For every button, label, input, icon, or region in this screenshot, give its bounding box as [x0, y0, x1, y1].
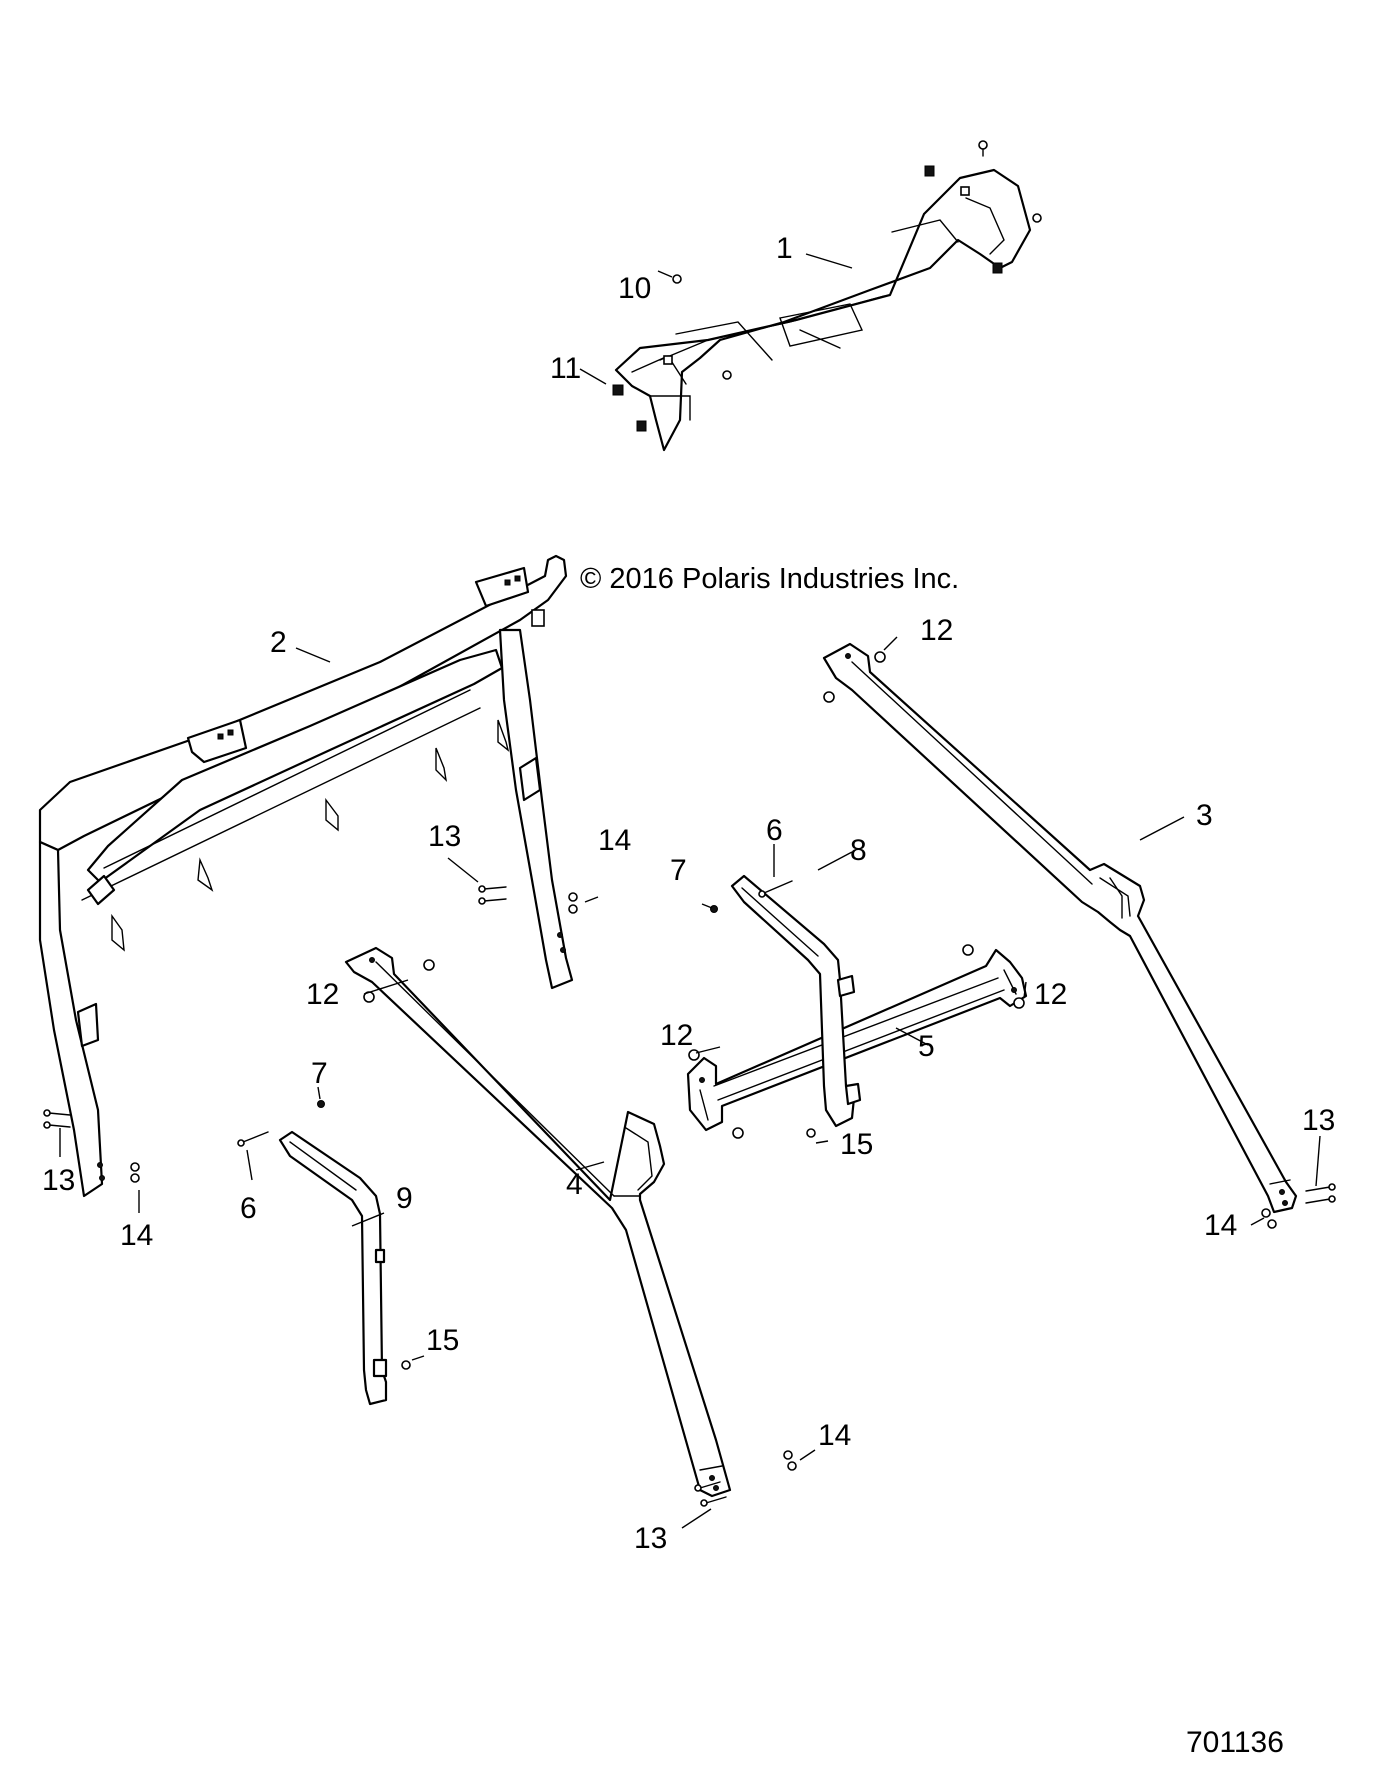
callout-9: 9	[396, 1182, 413, 1215]
callout-12-c: 12	[1034, 978, 1067, 1011]
callout-13-d: 13	[634, 1522, 667, 1555]
callout-6-a: 6	[766, 814, 783, 847]
callout-14-b: 14	[120, 1219, 153, 1252]
callout-3: 3	[1196, 799, 1213, 832]
callout-8: 8	[850, 834, 867, 867]
part-1-hardware[interactable]	[612, 140, 1042, 432]
callout-13-b: 13	[42, 1164, 75, 1197]
part-1-rear-panel[interactable]	[614, 168, 1032, 452]
diagram-reference-number: 701136	[1186, 1726, 1284, 1759]
callout-12-d: 12	[660, 1019, 693, 1052]
callout-labels: 1 10 11 2 12 3 13 14 6 7 8 12 12 12 5 7 …	[42, 232, 1335, 1555]
callout-7-b: 7	[311, 1057, 328, 1090]
callout-14-a: 14	[598, 824, 631, 857]
part-2-main-rollbar[interactable]	[38, 554, 574, 1198]
part-4-left-side-rail[interactable]	[344, 946, 732, 1498]
callout-5: 5	[918, 1030, 935, 1063]
callout-13-c: 13	[1302, 1104, 1335, 1137]
callout-10: 10	[618, 272, 651, 305]
callout-7-a: 7	[670, 854, 687, 887]
callout-1: 1	[776, 232, 793, 265]
callout-11: 11	[550, 352, 581, 385]
callout-2: 2	[270, 626, 287, 659]
copyright-notice: © 2016 Polaris Industries Inc.	[580, 563, 959, 595]
callout-4: 4	[566, 1168, 583, 1201]
callout-15-a: 15	[840, 1128, 873, 1161]
callout-14-c: 14	[1204, 1209, 1237, 1242]
fasteners[interactable]	[43, 651, 1336, 1507]
callout-6-b: 6	[240, 1192, 257, 1225]
leader-lines	[59, 253, 1321, 1529]
callout-13-a: 13	[428, 820, 461, 853]
part-8-right-arm[interactable]	[730, 874, 862, 1128]
part-5-cross-brace[interactable]	[686, 948, 1028, 1132]
part-3-right-side-rail[interactable]	[822, 642, 1298, 1214]
callout-15-b: 15	[426, 1324, 459, 1357]
callout-12-b: 12	[306, 978, 339, 1011]
part-9-left-arm[interactable]	[278, 1130, 388, 1406]
callout-12-a: 12	[920, 614, 953, 647]
callout-14-d: 14	[818, 1419, 851, 1452]
